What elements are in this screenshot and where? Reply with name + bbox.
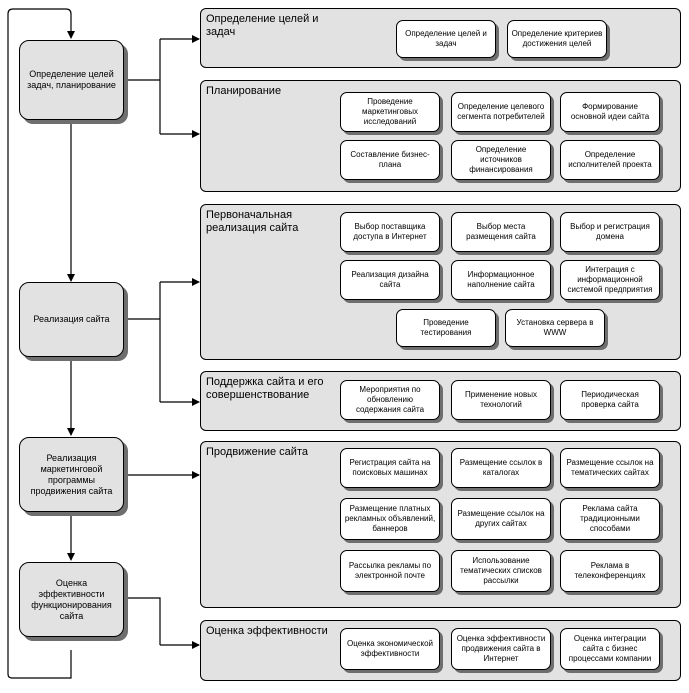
panel-title: Определение целей и задач [206, 13, 319, 38]
panel-title: Первоначальная реализация сайта [206, 209, 299, 234]
task-box: Периодическая проверка сайта [560, 380, 660, 420]
task-box: Выбор места размещения сайта [451, 212, 551, 252]
task-box: Реклама в телеконференциях [560, 550, 660, 592]
panel-title: Продвижение сайта [206, 446, 308, 458]
task-box: Оценка экономической эффективности [340, 628, 440, 670]
step-promotion: Реализация маркетинговой программы продв… [19, 437, 124, 512]
step-planning: Определение целей задач, планирование [19, 40, 124, 120]
branch-step-2 [124, 282, 161, 402]
step-implementation: Реализация сайта [19, 282, 124, 357]
branch-step-4 [124, 597, 161, 645]
step-evaluation: Оценка эффективности функционирования са… [19, 562, 124, 637]
feedback-loop-line [7, 8, 75, 679]
task-box: Проведение тестирования [396, 309, 496, 347]
branch-step-1 [124, 39, 161, 134]
task-box: Определение целевого сегмента потребител… [451, 92, 551, 132]
panel-title: Оценка эффективности [206, 625, 328, 637]
task-box: Выбор поставщика доступа в Интернет [340, 212, 440, 252]
task-box: Проведение маркетинговых исследований [340, 92, 440, 132]
task-box: Информационное наполнение сайта [451, 260, 551, 300]
task-box: Определение критериев достижения целей [507, 20, 607, 58]
task-box: Размещение ссылок на тематических сайтах [560, 448, 660, 488]
task-box: Реализация дизайна сайта [340, 260, 440, 300]
task-box: Определение целей и задач [396, 20, 496, 58]
task-box: Размещение платных рекламных объявлений,… [340, 498, 440, 540]
task-box: Оценка эффективности продвижения сайта в… [451, 628, 551, 670]
task-box: Оценка интеграции сайта с бизнес процесс… [560, 628, 660, 670]
task-box: Определение исполнителей проекта [560, 140, 660, 180]
task-box: Применение новых технологий [451, 380, 551, 420]
task-box: Размещение ссылок в каталогах [451, 448, 551, 488]
panel-title: Поддержка сайта и его совершенствование [206, 376, 324, 401]
task-box: Установка сервера в WWW [505, 309, 605, 347]
task-box: Мероприятия по обновлению содержания сай… [340, 380, 440, 420]
task-box: Выбор и регистрация домена [560, 212, 660, 252]
task-box: Рассылка рекламы по электронной почте [340, 550, 440, 592]
task-box: Использование тематических списков рассы… [451, 550, 551, 592]
panel-title: Планирование [206, 85, 282, 97]
task-box: Определение источников финансирования [451, 140, 551, 180]
task-box: Регистрация сайта на поисковых машинах [340, 448, 440, 488]
task-box: Размещение ссылок на других сайтах [451, 498, 551, 540]
task-box: Реклама сайта традиционными способами [560, 498, 660, 540]
task-box: Составление бизнес-плана [340, 140, 440, 180]
task-box: Формирование основной идеи сайта [560, 92, 660, 132]
task-box: Интеграция с информационной системой пре… [560, 260, 660, 300]
